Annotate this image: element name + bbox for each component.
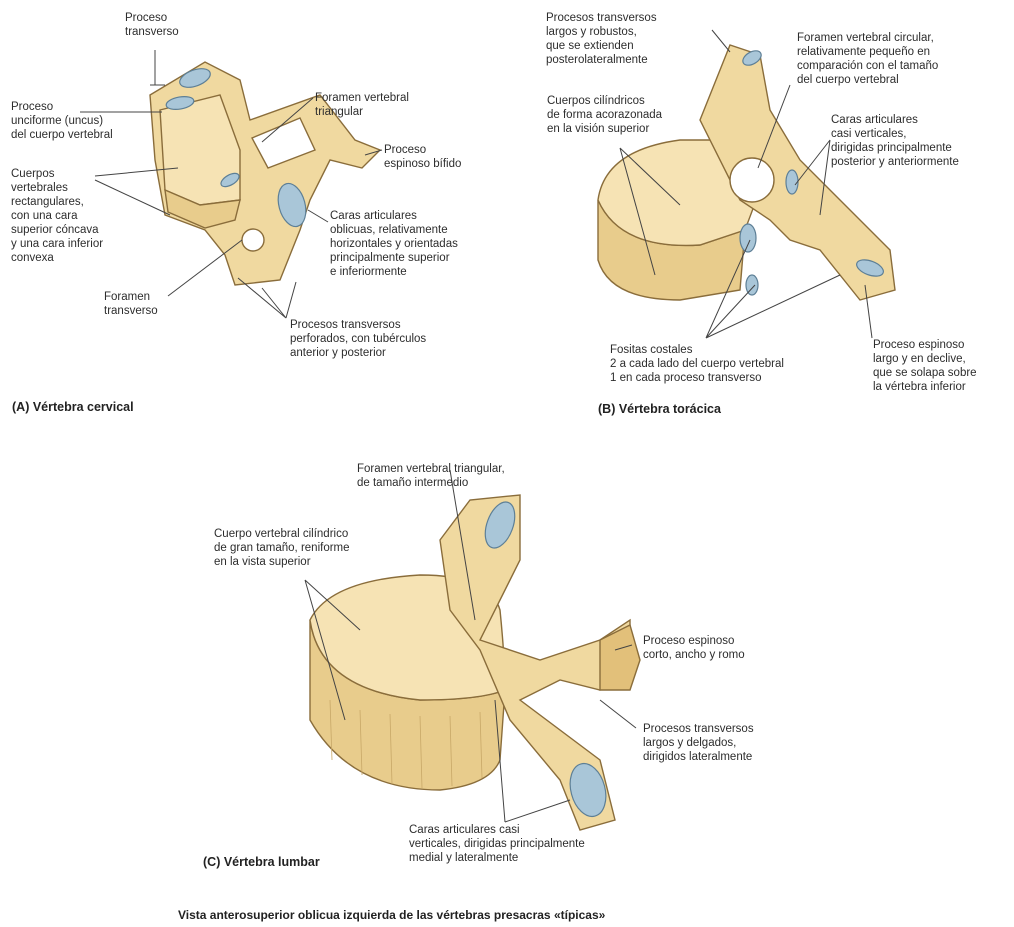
label-cervical-uncinate-process: Proceso unciforme (uncus) del cuerpo ver…	[11, 100, 113, 142]
label-lumbar-articular-facets: Caras articulares casi verticales, dirig…	[409, 823, 585, 865]
panel-title-cervical: (A) Vértebra cervical	[12, 400, 134, 414]
label-lumbar-body: Cuerpo vertebral cilíndrico de gran tama…	[214, 527, 350, 569]
label-thoracic-articular-facets: Caras articulares casi verticales, dirig…	[831, 113, 959, 169]
label-cervical-perforated-transverse: Procesos transversos perforados, con tub…	[290, 318, 426, 360]
label-cervical-articular-facets: Caras articulares oblicuas, relativament…	[330, 209, 458, 279]
label-cervical-spinous-process: Proceso espinoso bífido	[384, 143, 461, 171]
label-thoracic-bodies: Cuerpos cilíndricos de forma acorazonada…	[547, 94, 662, 136]
label-cervical-bodies: Cuerpos vertebrales rectangulares, con u…	[11, 167, 103, 265]
label-lumbar-spinous-process: Proceso espinoso corto, ancho y romo	[643, 634, 745, 662]
lumbar-vertebra-drawing	[305, 470, 640, 830]
label-cervical-transverse-foramen: Foramen transverso	[104, 290, 158, 318]
label-lumbar-vertebral-foramen: Foramen vertebral triangular, de tamaño …	[357, 462, 505, 490]
label-lumbar-transverse-processes: Procesos transversos largos y delgados, …	[643, 722, 754, 764]
label-thoracic-spinous-process: Proceso espinoso largo y en declive, que…	[873, 338, 977, 394]
label-cervical-vertebral-foramen: Foramen vertebral triangular	[315, 91, 409, 119]
figure-caption: Vista anterosuperior oblicua izquierda d…	[178, 908, 605, 922]
panel-title-thoracic: (B) Vértebra torácica	[598, 402, 721, 416]
label-thoracic-costal-facets: Fositas costales 2 a cada lado del cuerp…	[610, 343, 784, 385]
label-thoracic-vertebral-foramen: Foramen vertebral circular, relativament…	[797, 31, 938, 87]
label-thoracic-transverse-processes: Procesos transversos largos y robustos, …	[546, 11, 657, 67]
label-cervical-transverse-process: Proceso transverso	[125, 11, 179, 39]
panel-title-lumbar: (C) Vértebra lumbar	[203, 855, 320, 869]
